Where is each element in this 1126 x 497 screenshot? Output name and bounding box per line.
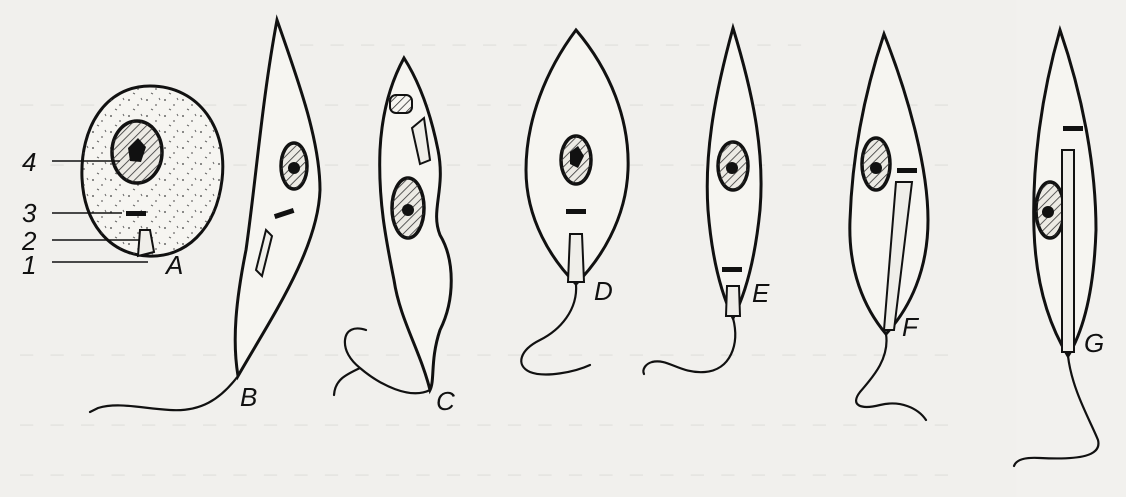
flagellar-pocket-d <box>568 234 584 282</box>
stage-label-e: E <box>752 278 770 308</box>
karyosome-e <box>726 162 738 174</box>
karyosome-c <box>402 204 414 216</box>
part-label-1: 1 <box>22 250 36 280</box>
flagellar-pocket-e <box>726 286 740 316</box>
granule-c <box>390 95 412 113</box>
karyosome-b <box>288 162 300 174</box>
svg-text:_ _ _ _ _ _ _ _ _ _ _ _ _ _ _: _ _ _ _ _ _ _ _ _ _ _ _ _ _ _ _ _ <box>300 21 803 46</box>
kinetoplast-d <box>566 209 586 214</box>
svg-text:_ _ _ _ _ _ _ _ _ _ _ _ _ _ _: _ _ _ _ _ _ _ _ _ _ _ _ _ _ _ _ _ _ _ _ … <box>20 331 950 356</box>
stage-label-a: A <box>164 250 183 280</box>
stage-label-b: B <box>240 382 257 412</box>
stage-label-d: D <box>594 276 613 306</box>
svg-text:_ _ _ _ _ _ _ _ _ _ _ _ _ _ _: _ _ _ _ _ _ _ _ _ _ _ _ _ _ _ _ _ _ _ _ … <box>20 451 950 476</box>
stage-label-f: F <box>902 312 920 342</box>
stage-label-g: G <box>1084 328 1104 358</box>
svg-text:_ _ _ _ _ _ _ _ _ _ _ _ _ _ _: _ _ _ _ _ _ _ _ _ _ _ _ _ _ _ _ _ _ _ _ … <box>20 401 950 426</box>
part-label-3: 3 <box>22 198 37 228</box>
kinetoplast-e <box>722 267 742 272</box>
karyosome-f <box>870 162 882 174</box>
flagellar-pocket-a <box>138 230 154 256</box>
kinetoplast-g <box>1063 126 1083 131</box>
part-label-4: 4 <box>22 147 36 177</box>
kinetoplast-a <box>126 211 146 216</box>
kinetoplast-f <box>897 168 917 173</box>
stage-label-c: C <box>436 386 455 416</box>
karyosome-g <box>1042 206 1054 218</box>
flagellar-pocket-g <box>1062 150 1074 352</box>
